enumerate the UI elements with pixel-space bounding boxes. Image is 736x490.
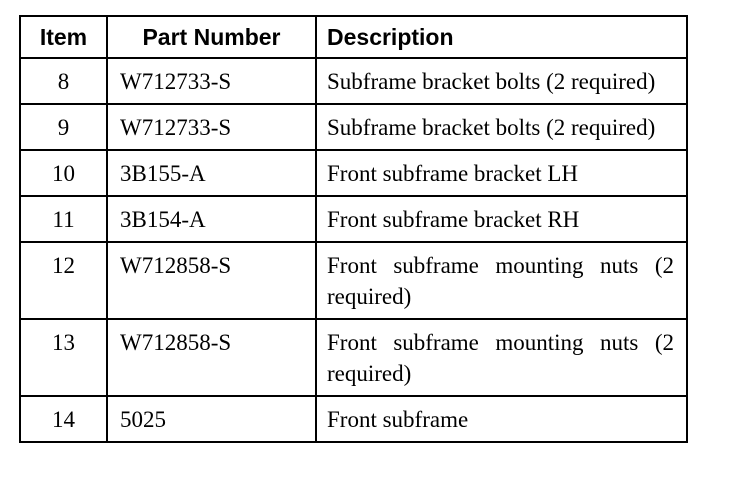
cell-item: 9 [19, 103, 108, 151]
header-description: Description [315, 15, 688, 59]
table-row: 11 3B154-A Front subframe bracket RH [19, 195, 688, 243]
table-body: 8 W712733-S Subframe bracket bolts (2 re… [19, 57, 688, 443]
header-item: Item [19, 15, 108, 59]
cell-description: Front subframe bracket RH [315, 195, 688, 243]
cell-part-number: W712858-S [106, 318, 317, 397]
cell-description: Front subframe mounting nuts (2 required… [315, 318, 688, 397]
table-row: 10 3B155-A Front subframe bracket LH [19, 149, 688, 197]
cell-description: Front subframe [315, 395, 688, 443]
cell-part-number: 3B154-A [106, 195, 317, 243]
table-row: 14 5025 Front subframe [19, 395, 688, 443]
cell-item: 8 [19, 57, 108, 105]
table-row: 13 W712858-S Front subframe mounting nut… [19, 318, 688, 397]
cell-description: Front subframe bracket LH [315, 149, 688, 197]
cell-description: Subframe bracket bolts (2 required) [315, 103, 688, 151]
cell-part-number: W712733-S [106, 103, 317, 151]
table-row: 12 W712858-S Front subframe mounting nut… [19, 241, 688, 320]
cell-item: 12 [19, 241, 108, 320]
cell-part-number: 5025 [106, 395, 317, 443]
header-part-number: Part Number [106, 15, 317, 59]
table-header: Item Part Number Description [19, 15, 688, 59]
cell-description: Subframe bracket bolts (2 required) [315, 57, 688, 105]
cell-item: 11 [19, 195, 108, 243]
header-row: Item Part Number Description [19, 15, 688, 59]
cell-description: Front subframe mounting nuts (2 required… [315, 241, 688, 320]
cell-part-number: 3B155-A [106, 149, 317, 197]
cell-item: 10 [19, 149, 108, 197]
cell-part-number: W712858-S [106, 241, 317, 320]
cell-part-number: W712733-S [106, 57, 317, 105]
parts-table: Item Part Number Description 8 W712733-S… [19, 15, 688, 443]
table-row: 9 W712733-S Subframe bracket bolts (2 re… [19, 103, 688, 151]
table-row: 8 W712733-S Subframe bracket bolts (2 re… [19, 57, 688, 105]
cell-item: 14 [19, 395, 108, 443]
cell-item: 13 [19, 318, 108, 397]
